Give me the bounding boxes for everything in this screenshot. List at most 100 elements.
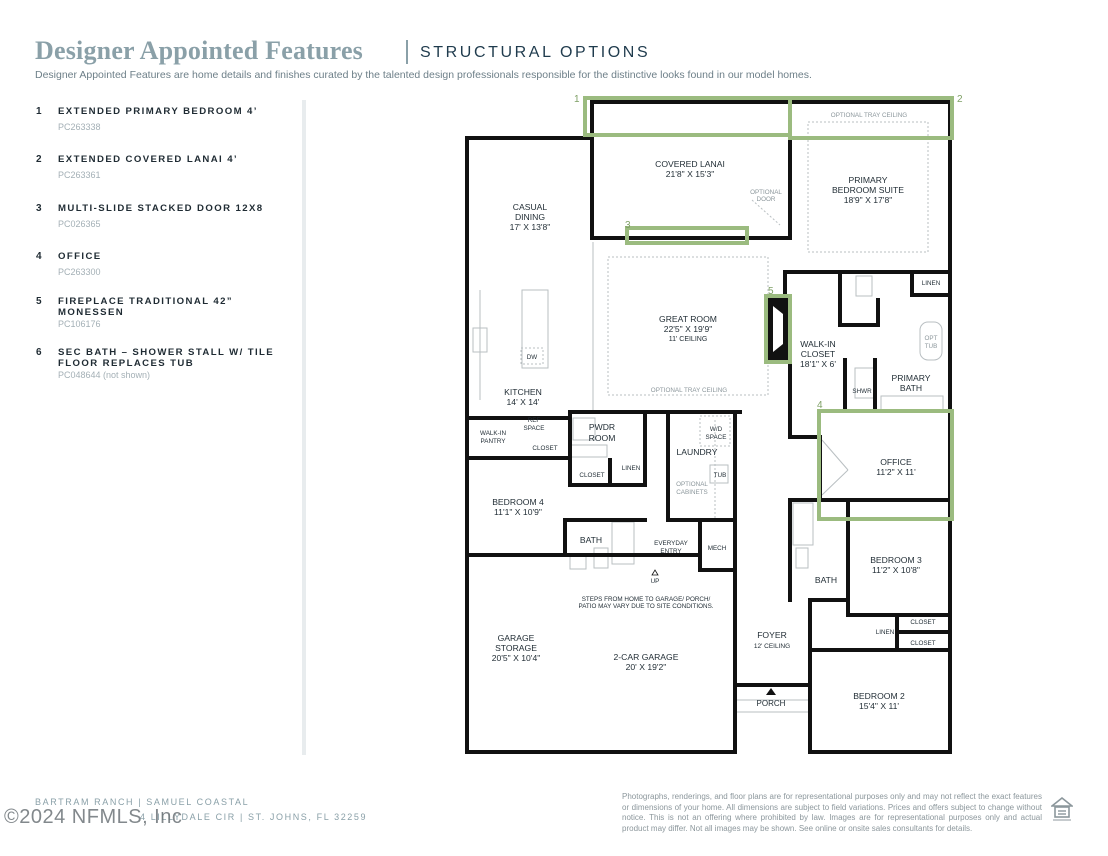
ref-label: SPACE <box>524 425 545 432</box>
room-name: CASUAL <box>513 202 548 212</box>
callout-3: 3 <box>625 220 631 231</box>
room-dim: 20'5" X 10'4" <box>492 653 541 663</box>
room-name: PRIMARY <box>892 373 931 383</box>
room-name: BEDROOM 2 <box>853 691 905 701</box>
option-5-fireplace <box>764 294 792 364</box>
entry-label: EVERYDAY <box>654 540 689 547</box>
room-name: GARAGE <box>498 633 535 643</box>
room-dim: 17' X 13'8" <box>510 222 551 232</box>
note-label: OPT <box>925 335 938 342</box>
closet-label: CLOSET <box>532 445 557 452</box>
entry-label: ENTRY <box>660 548 682 555</box>
mls-watermark: ©2024 NFMLS, Inc <box>4 806 183 828</box>
feature-code: PC106176 <box>58 319 101 329</box>
feature-code: PC263338 <box>58 122 101 132</box>
laundry-label: LAUNDRY <box>677 447 718 457</box>
room-dim: 11'1" X 10'9" <box>494 507 542 517</box>
fireplace <box>768 298 788 360</box>
feature-name: EXTENDED COVERED LANAI 4’ <box>58 154 238 165</box>
note-label: TUB <box>925 343 938 350</box>
feature-name: MULTI-SLIDE STACKED DOOR 12X8 <box>58 203 264 214</box>
room-name: GREAT ROOM <box>659 314 717 324</box>
room-name: DINING <box>515 212 545 222</box>
linen-label: LINEN <box>876 629 895 636</box>
room-ceiling: 11' CEILING <box>669 336 708 343</box>
closet-label: CLOSET <box>910 640 935 647</box>
room-dim: 11'2" X 11' <box>876 467 916 477</box>
feature-code: PC026365 <box>58 219 101 229</box>
feature-code: PC048644 (not shown) <box>58 370 151 380</box>
callout-2: 2 <box>957 94 963 105</box>
feature-number: 1 <box>36 106 42 117</box>
bath-label: BATH <box>815 575 837 585</box>
room-name: BEDROOM 3 <box>870 555 922 565</box>
note-label: OPTIONAL TRAY CEILING <box>831 112 908 119</box>
powder-room-label: ROOM <box>589 433 616 443</box>
wd-label: W/D <box>710 426 723 433</box>
pantry-label: WALK-IN <box>480 430 506 437</box>
linen-label: LINEN <box>622 465 641 472</box>
room-dim: 11'2" X 10'8" <box>872 565 920 575</box>
feature-number: 3 <box>36 203 42 214</box>
room-name: 2-CAR GARAGE <box>614 652 679 662</box>
note-label: OPTIONAL <box>750 189 782 196</box>
feature-name: EXTENDED PRIMARY BEDROOM 4’ <box>58 106 258 117</box>
bath-label: BATH <box>580 535 602 545</box>
room-dim: 22'5" X 19'9" <box>664 324 713 334</box>
walls <box>465 100 952 754</box>
room-dim: 21'8" X 15'3" <box>666 169 715 179</box>
disclaimer: Photographs, renderings, and floor plans… <box>622 792 1042 833</box>
feature-code: PC263300 <box>58 267 101 277</box>
room-dim: 20' X 19'2" <box>626 662 667 672</box>
feature-number: 6 <box>36 347 42 358</box>
panel-divider <box>302 100 306 755</box>
community-name: BARTRAM RANCH | SAMUEL COASTAL <box>35 797 250 807</box>
tub-label: TUB <box>714 472 727 479</box>
up-arrow-icon <box>651 569 659 576</box>
note-label: CABINETS <box>676 489 708 496</box>
room-ceiling: 12' CEILING <box>754 643 790 650</box>
room-name: CLOSET <box>801 349 836 359</box>
option-3-multi-slide-door <box>625 226 749 245</box>
pantry-label: PANTRY <box>481 438 507 445</box>
room-name: BATH <box>900 383 922 393</box>
room-labels: COVERED LANAI 21'8" X 15'3" PRIMARY BEDR… <box>492 159 931 711</box>
title-divider <box>406 40 408 64</box>
callout-5: 5 <box>768 286 774 297</box>
feature-number: 2 <box>36 154 42 165</box>
room-dim: 18'1" X 6' <box>800 359 836 369</box>
feature-number: 5 <box>36 296 42 307</box>
room-name: FOYER <box>757 630 787 640</box>
room-name: OFFICE <box>880 457 912 467</box>
feature-name: OFFICE <box>58 251 102 262</box>
feature-code: PC263361 <box>58 170 101 180</box>
option-2-extended-covered-lanai <box>788 96 954 140</box>
steps-note: PATIO MAY VARY DUE TO SITE CONDITIONS. <box>578 603 713 610</box>
closet-label: CLOSET <box>579 472 604 479</box>
room-dim: 18'9" X 17'8" <box>844 195 893 205</box>
page-subtitle: STRUCTURAL OPTIONS <box>420 44 651 61</box>
porch-label: PORCH <box>757 699 786 708</box>
room-name: COVERED LANAI <box>655 159 725 169</box>
room-name: BEDROOM 4 <box>492 497 544 507</box>
mech-label: MECH <box>708 545 727 552</box>
page-description: Designer Appointed Features are home det… <box>35 69 812 81</box>
feature-name: SEC BATH – SHOWER STALL W/ TILE FLOOR RE… <box>58 347 275 369</box>
equal-housing-icon <box>1051 797 1073 821</box>
ref-label: REF <box>528 417 541 424</box>
callout-4: 4 <box>817 400 823 411</box>
callout-1: 1 <box>574 94 580 105</box>
option-4-office <box>817 409 954 521</box>
page-title: Designer Appointed Features <box>35 36 364 65</box>
note-label: OPTIONAL <box>676 481 708 488</box>
up-label: UP <box>651 578 660 585</box>
note-label: OPTIONAL TRAY CEILING <box>651 387 728 394</box>
room-name: WALK-IN <box>800 339 836 349</box>
note-label: DOOR <box>757 196 776 203</box>
option-highlights <box>583 96 954 521</box>
feature-name: FIREPLACE TRADITIONAL 42” MONESSEN <box>58 296 234 318</box>
room-name: BEDROOM SUITE <box>832 185 904 195</box>
room-name: KITCHEN <box>504 387 542 397</box>
powder-room-label: PWDR <box>589 422 615 432</box>
